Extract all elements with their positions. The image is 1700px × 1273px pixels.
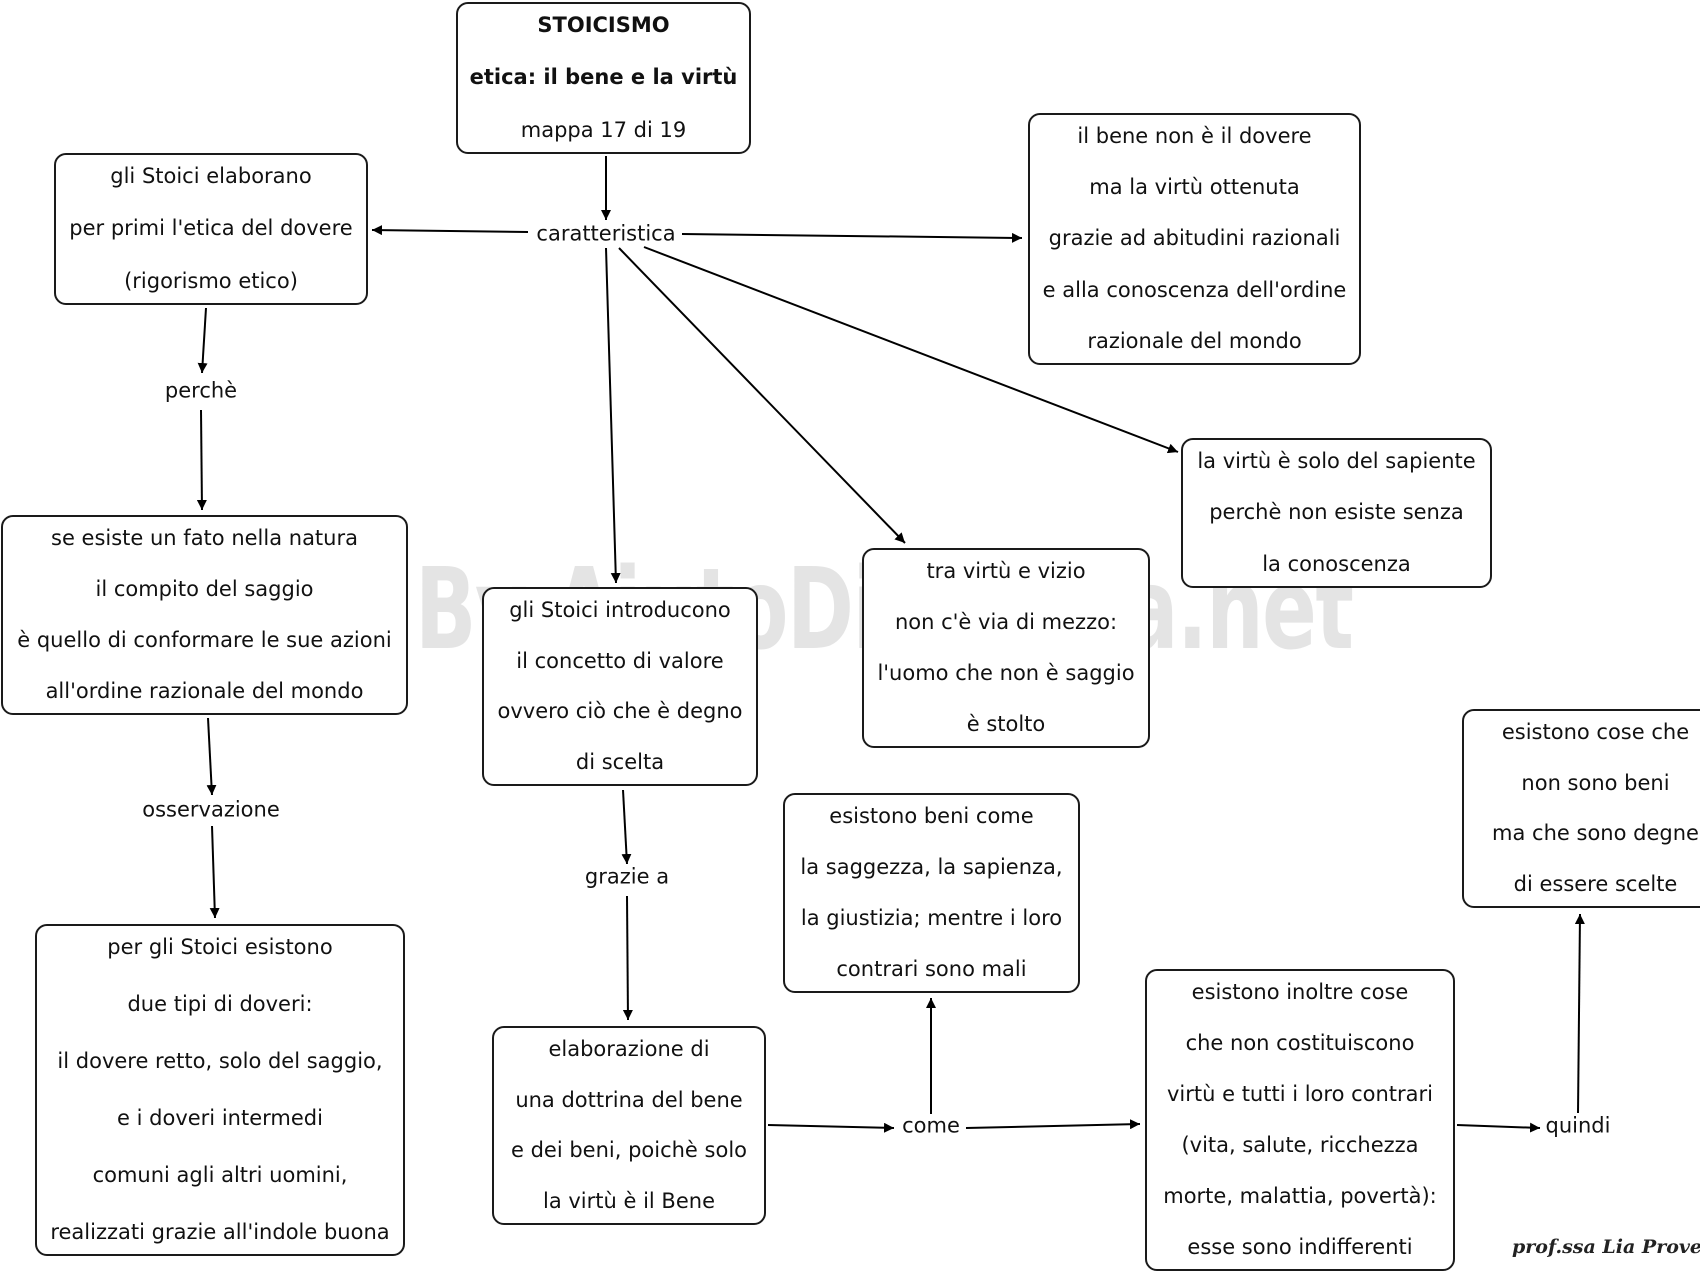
author-signature: prof.ssa Lia Provezza: [1512, 1236, 1700, 1258]
node-line: è quello di conformare le sue azioni: [17, 627, 392, 652]
link-perche: perchè: [160, 379, 242, 403]
edge-caratteristica-valore: [605, 247, 621, 584]
node-line: (rigorismo etico): [124, 268, 298, 293]
node-line: mappa 17 di 19: [520, 117, 687, 142]
node-line: razionale del mondo: [1087, 328, 1302, 353]
node-bene-non-dovere: il bene non è il dovere ma la virtù otten…: [1028, 113, 1361, 365]
node-line: di essere scelte: [1513, 871, 1678, 896]
node-title: STOICISMO etica: il bene e la virtù mappa …: [456, 2, 751, 154]
link-caratteristica: caratteristica: [532, 222, 680, 246]
node-line: gli Stoici elaborano: [110, 164, 312, 188]
edge-grazie-dottrina: [622, 895, 633, 1021]
node-sapiente: la virtù è solo del sapiente perchè non e…: [1181, 438, 1492, 588]
edge-fato-osservazione: [206, 717, 217, 796]
edge-dottrina-come: [767, 1122, 895, 1133]
node-line: (vita, salute, ricchezza: [1181, 1132, 1419, 1157]
link-osservazione: osservazione: [138, 798, 284, 822]
node-line: ovvero ciò che è degno: [497, 699, 743, 724]
node-line: morte, malattia, povertà):: [1163, 1183, 1437, 1208]
node-line: realizzati grazie all'indole buona: [50, 1219, 390, 1244]
node-valore: gli Stoici introducono il concetto di val…: [482, 587, 758, 786]
node-line: ma che sono degne: [1492, 821, 1699, 846]
node-line: il dovere retto, solo del saggio,: [57, 1048, 383, 1073]
node-line: la virtù è il Bene: [543, 1188, 715, 1213]
node-line: tra virtù e vizio: [926, 559, 1086, 583]
edge-perche-fato: [196, 409, 207, 511]
node-line: per gli Stoici esistono: [107, 935, 333, 959]
node-line: non c'è via di mezzo:: [894, 609, 1118, 634]
node-line: per primi l'etica del dovere: [69, 216, 353, 241]
node-line: la virtù è solo del sapiente: [1197, 449, 1476, 473]
node-dovere: gli Stoici elaborano per primi l'etica de…: [54, 153, 368, 305]
edge-caratteristica-vizio: [618, 247, 906, 544]
node-line: perchè non esiste senza: [1209, 500, 1464, 525]
edge-dovere-perche: [197, 307, 208, 374]
link-quindi: quindi: [1541, 1114, 1615, 1138]
node-line: comuni agli altri uomini,: [92, 1162, 348, 1187]
node-line: e dei beni, poichè solo: [510, 1138, 748, 1163]
node-line: esistono inoltre cose: [1191, 980, 1409, 1004]
node-line: e i doveri intermedi: [117, 1105, 323, 1130]
node-line: l'uomo che non è saggio: [877, 660, 1135, 685]
edge-osservazione-doveri: [209, 825, 220, 919]
node-line: il bene non è il dovere: [1077, 124, 1312, 148]
node-dottrina: elaborazione di una dottrina del bene e de…: [492, 1026, 766, 1225]
node-line: la giustizia; mentre i loro: [800, 905, 1063, 930]
edge-caratteristica-sapiente: [643, 246, 1179, 454]
node-line: etica: il bene e la virtù: [469, 65, 738, 90]
node-line: è stolto: [966, 711, 1046, 736]
node-degne: esistono cose che non sono beni ma che son…: [1462, 709, 1700, 908]
link-come: come: [898, 1114, 964, 1138]
node-line: virtù e tutti i loro contrari: [1166, 1081, 1434, 1106]
node-line: grazie ad abitudini razionali: [1048, 226, 1341, 251]
node-line: il concetto di valore: [516, 648, 724, 673]
node-doveri: per gli Stoici esistono due tipi di dover…: [35, 924, 405, 1256]
node-vizio: tra virtù e vizio non c'è via di mezzo: l'…: [862, 548, 1150, 748]
edge-caratteristica-dovere: [371, 225, 529, 236]
node-line: ma la virtù ottenuta: [1089, 175, 1300, 200]
node-line: la saggezza, la sapienza,: [800, 854, 1063, 879]
node-line: contrari sono mali: [836, 956, 1027, 981]
node-line: se esiste un fato nella natura: [51, 526, 358, 550]
node-line: esse sono indifferenti: [1187, 1234, 1413, 1259]
node-line: esistono beni come: [829, 804, 1034, 828]
node-beni: esistono beni come la saggezza, la sapien…: [783, 793, 1080, 993]
edge-quindi-degne: [1574, 913, 1585, 1114]
node-line: due tipi di doveri:: [127, 991, 313, 1016]
node-line: che non costituiscono: [1185, 1030, 1415, 1055]
node-line: esistono cose che: [1501, 720, 1690, 744]
node-indifferenti: esistono inoltre cose che non costituisco…: [1145, 969, 1455, 1271]
edge-valore-grazie: [621, 789, 632, 865]
node-line: all'ordine razionale del mondo: [45, 678, 364, 703]
node-line: e alla conoscenza dell'ordine: [1042, 277, 1347, 302]
node-line: di scelta: [575, 749, 665, 774]
node-line: gli Stoici introducono: [509, 598, 731, 622]
edge-indifferenti-quindi: [1456, 1122, 1541, 1133]
node-line: elaborazione di: [548, 1037, 710, 1061]
node-line: il compito del saggio: [95, 576, 314, 601]
node-fato: se esiste un fato nella natura il compito…: [1, 515, 408, 715]
link-grazie-a: grazie a: [580, 865, 674, 889]
node-line: una dottrina del bene: [515, 1087, 743, 1112]
node-line: STOICISMO: [537, 13, 670, 37]
node-line: la conoscenza: [1262, 551, 1411, 576]
edge-come-indifferenti: [965, 1119, 1141, 1130]
edge-caratteristica-bene: [681, 232, 1023, 243]
node-line: non sono beni: [1521, 770, 1670, 795]
